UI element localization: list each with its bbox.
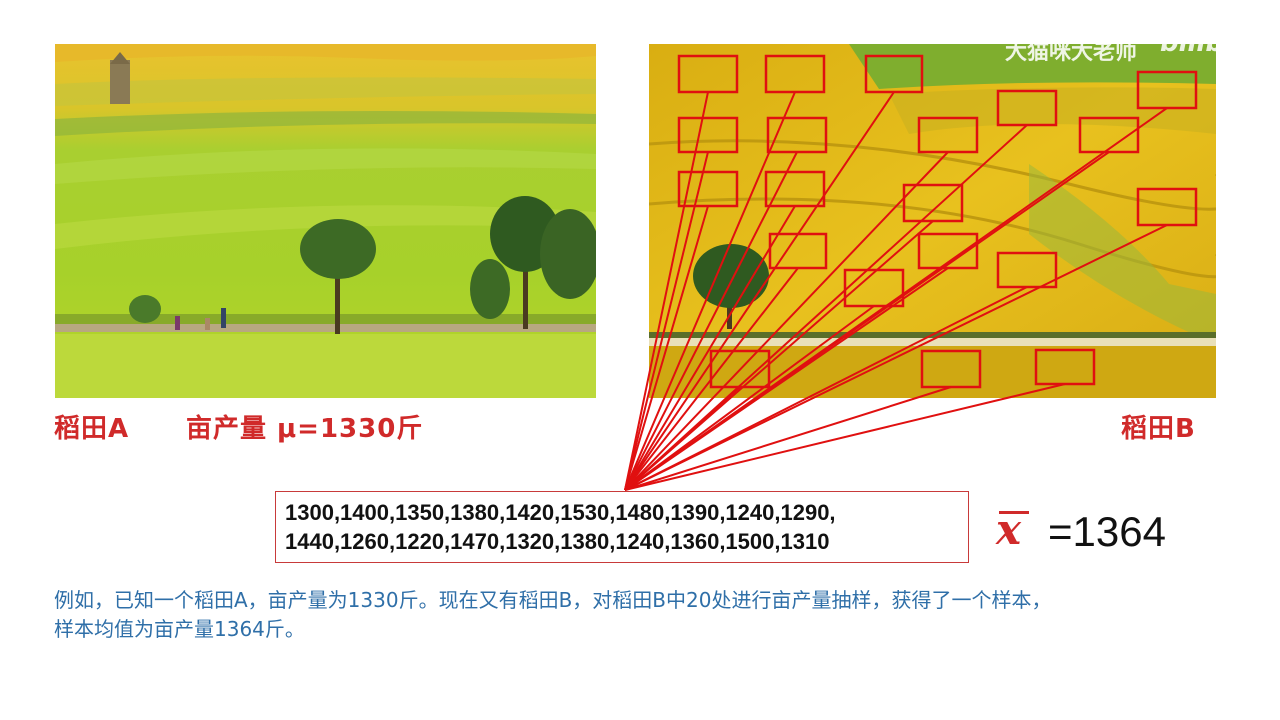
rice-field-b-photo [649,44,1216,398]
bilibili-logo: bilibili [1160,28,1251,58]
field-a-yield-label: 亩产量 μ=1330斤 [186,414,424,444]
description-line-1: 例如，已知一个稻田A，亩产量为1330斤。现在又有稻田B，对稻田B中20处进行亩… [54,588,1052,612]
field-b-label: 稻田B [1121,414,1196,444]
mean-bar-symbol [999,511,1029,514]
sample-data-box: 1300,1400,1350,1380,1420,1530,1480,1390,… [275,491,969,563]
sample-values-line-2: 1440,1260,1220,1470,1320,1380,1240,1360,… [285,529,830,554]
rice-field-a-photo [55,44,596,398]
field-a-label: 稻田A [54,414,130,444]
sample-mean-symbol: x [996,505,1022,554]
description-line-2: 样本均值为亩产量1364斤。 [54,617,305,641]
sample-values-line-1: 1300,1400,1350,1380,1420,1530,1480,1390,… [285,500,836,525]
sample-mean-value: =1364 [1048,508,1166,555]
description-text: 例如，已知一个稻田A，亩产量为1330斤。现在又有稻田B，对稻田B中20处进行亩… [54,586,1234,644]
watermark-text: 大猫咪大老师 [1005,40,1138,65]
